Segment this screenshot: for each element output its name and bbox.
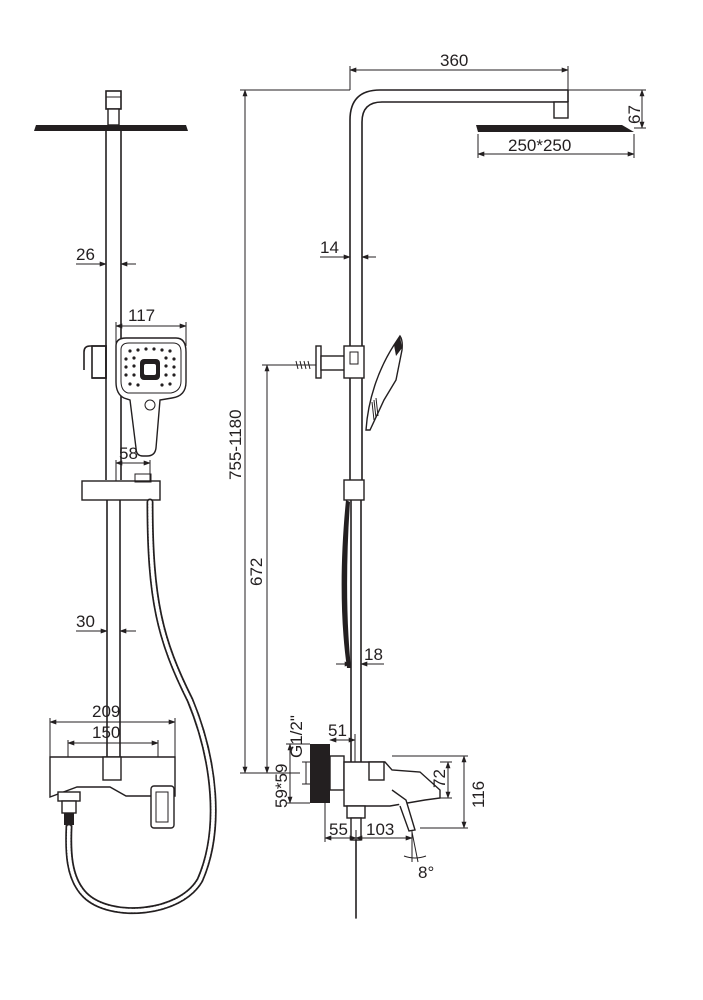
dim-360: 360 [440,51,468,70]
side-head-shower [476,101,634,132]
dim-103-group: 103 [355,820,413,842]
front-view: 26 117 58 30 209 [34,90,217,915]
dim-117-group: 117 [115,306,187,346]
front-hand-shower [115,337,187,457]
dim-209-group: 209 [49,702,176,757]
dim-18-group: 18 [336,645,384,667]
dim-250x250: 250*250 [508,136,571,155]
front-hose [65,498,217,915]
dim-672-group: 672 [247,364,292,774]
side-riser-arm [349,89,569,762]
dim-14-group: 14 [320,238,376,260]
dim-250-group: 250*250 [477,134,635,158]
dim-58-group: 58 [115,444,151,481]
dim-55: 55 [329,820,348,839]
front-slider [81,473,161,501]
dim-67: 67 [625,105,644,124]
dim-117: 117 [128,306,155,325]
dim-59x59-group: 59*59 [272,743,310,808]
dim-116: 116 [469,781,488,808]
dim-30-group: 30 [76,612,136,634]
dim-67-group: 67 [568,89,646,129]
front-head-shower [34,90,188,131]
dim-72: 72 [430,769,449,788]
angle-8: 8° [418,863,434,882]
dim-18: 18 [364,645,383,664]
dim-58: 58 [119,444,138,463]
dim-103: 103 [366,820,394,839]
dim-51-group: 51 [328,721,356,762]
dim-360-group: 360 [349,51,569,90]
dim-59x59: 59*59 [272,764,291,808]
dim-150: 150 [92,723,120,742]
dim-26: 26 [76,245,95,264]
side-hose [341,500,357,919]
side-hand-shower [365,334,403,431]
front-mixer [49,756,176,829]
front-holder-clip [83,345,107,379]
dim-672: 672 [247,558,266,586]
side-slider [343,479,365,501]
dim-72-group: 72 [430,761,452,799]
dim-150-group: 150 [67,723,159,757]
angle-8-group: 8° [403,831,434,882]
dim-116-group: 116 [392,755,488,829]
dim-209: 209 [92,702,120,721]
dim-51: 51 [328,721,347,740]
dim-26-group: 26 [76,245,136,267]
side-mixer [310,744,441,841]
side-wall-bracket [292,345,365,379]
side-view: 360 67 250*250 14 755-1180 [226,51,646,919]
dim-14: 14 [320,238,339,257]
dim-755-1180: 755-1180 [226,409,245,480]
dim-30: 30 [76,612,95,631]
dim-755-1180-group: 755-1180 [226,89,350,774]
